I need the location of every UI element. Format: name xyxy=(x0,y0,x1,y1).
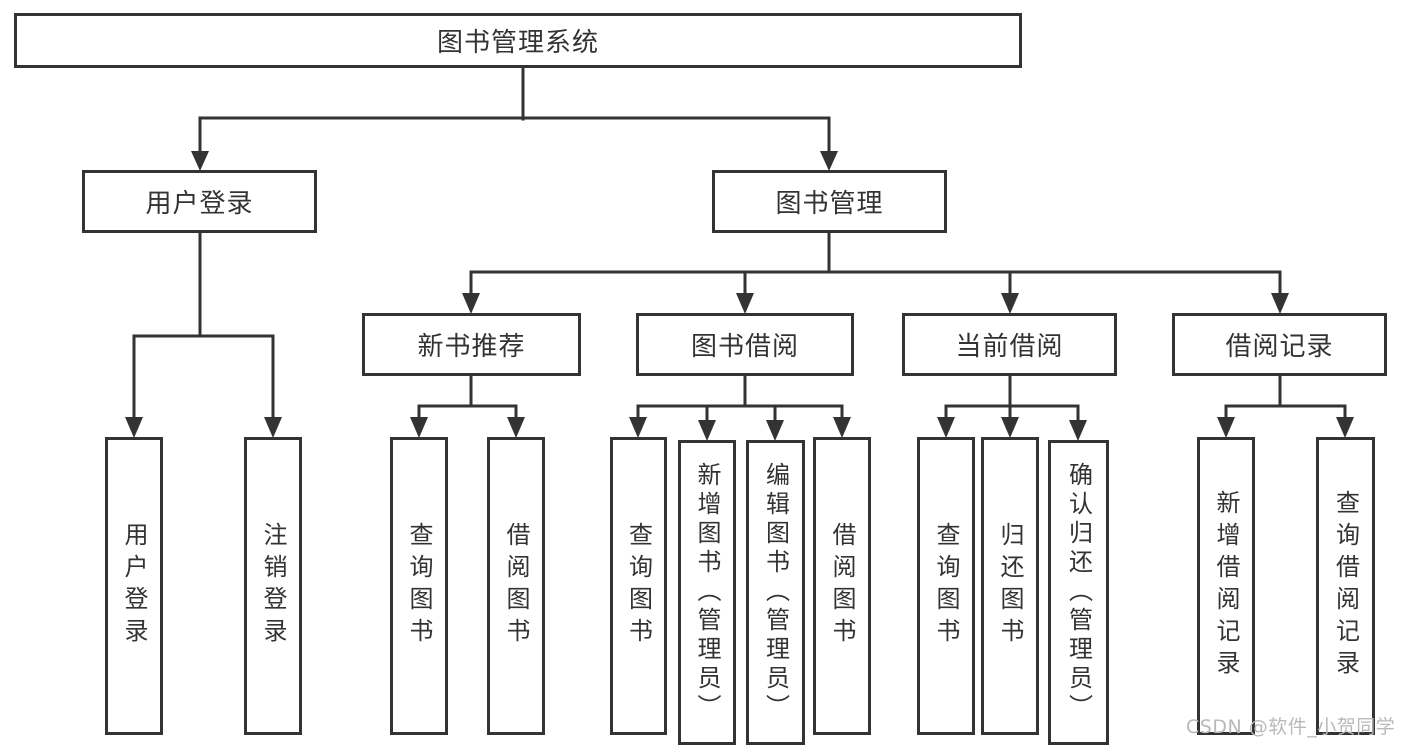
leaf-edit-book-admin: 编辑图书（管理员） xyxy=(746,440,805,745)
node-library-management-system: 图书管理系统 xyxy=(14,13,1022,68)
leaf-query-borrow-record: 查询借阅记录 xyxy=(1316,437,1375,735)
connector-book-management-children xyxy=(462,229,1289,314)
leaf-query-books-current: 查询图书 xyxy=(917,437,975,735)
connector-new-book-recommend-children xyxy=(410,372,525,438)
leaf-add-book-admin: 新增图书（管理员） xyxy=(678,440,736,745)
node-new-book-recommend: 新书推荐 xyxy=(362,313,581,376)
node-book-management: 图书管理 xyxy=(712,170,947,233)
leaf-confirm-return-admin: 确认归还（管理员） xyxy=(1048,440,1109,745)
leaf-borrow-books: 借阅图书 xyxy=(813,437,871,735)
leaf-query-books-borrow: 查询图书 xyxy=(610,437,667,735)
node-user-login: 用户登录 xyxy=(82,170,317,233)
leaf-logout: 注销登录 xyxy=(244,437,302,735)
connector-root-to-level2 xyxy=(191,66,838,171)
connector-borrow-records-children xyxy=(1217,372,1354,438)
leaf-add-borrow-record: 新增借阅记录 xyxy=(1197,437,1255,735)
leaf-query-books-recommend: 查询图书 xyxy=(390,437,448,735)
leaf-borrow-books-recommend: 借阅图书 xyxy=(487,437,545,735)
watermark: CSDN @软件_小贺同学 xyxy=(1186,716,1396,738)
connector-book-borrow-children xyxy=(629,372,851,441)
node-borrow-records: 借阅记录 xyxy=(1172,313,1387,376)
node-book-borrow: 图书借阅 xyxy=(636,313,854,376)
connector-current-borrow-children xyxy=(937,372,1087,441)
node-current-borrow: 当前借阅 xyxy=(902,313,1117,376)
leaf-return-book: 归还图书 xyxy=(981,437,1039,735)
connector-user-login-children xyxy=(125,229,282,438)
leaf-user-login: 用户登录 xyxy=(105,437,163,735)
